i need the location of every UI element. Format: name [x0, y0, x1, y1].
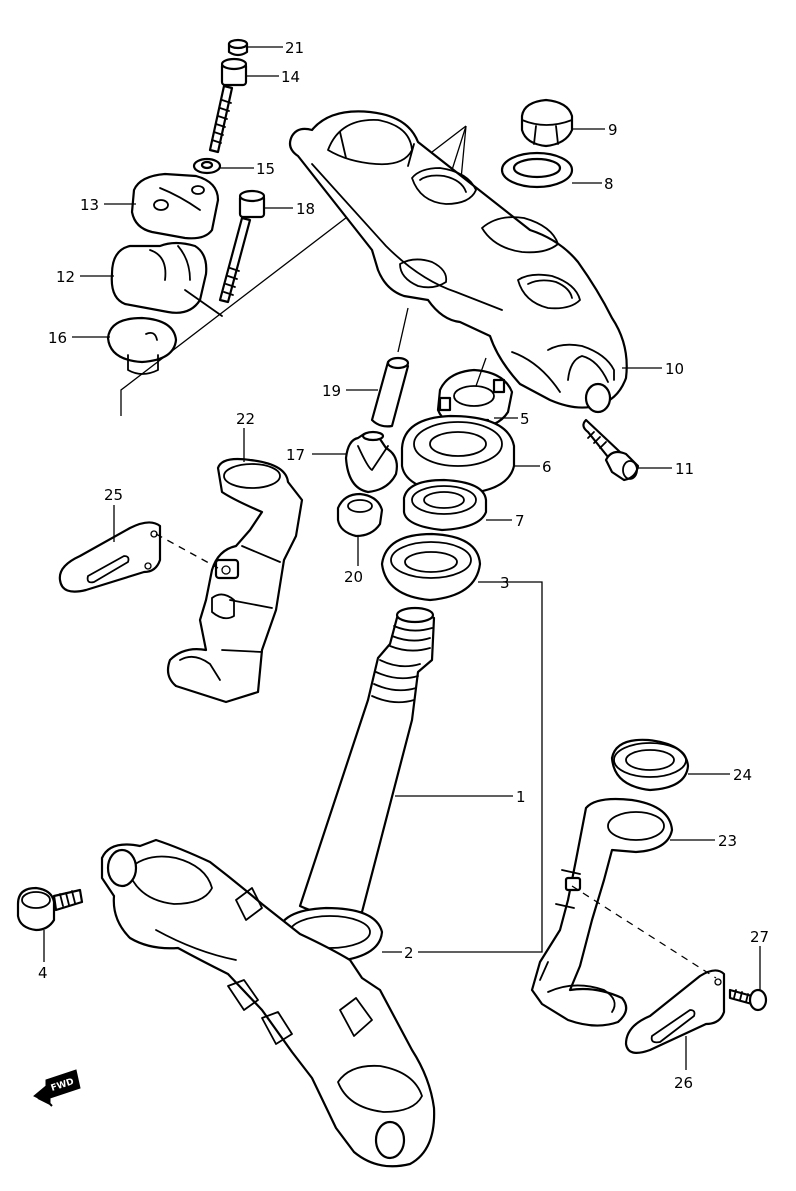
part-17-cone — [344, 430, 398, 494]
callout-7: 7 — [515, 512, 525, 530]
part-3-race — [380, 532, 482, 602]
callout-8: 8 — [604, 175, 614, 193]
callout-5: 5 — [520, 410, 530, 428]
callout-24: 24 — [733, 766, 752, 784]
callout-23: 23 — [718, 832, 737, 850]
fwd-arrow-badge: FWD — [33, 1069, 81, 1107]
callout-16: 16 — [48, 329, 67, 347]
callout-14: 14 — [281, 68, 300, 86]
callout-25: 25 — [104, 486, 123, 504]
part-23-right-bracket — [530, 797, 674, 1027]
callout-labels: 21 14 15 13 18 12 16 9 8 10 19 17 5 6 7 … — [38, 39, 769, 1092]
leader-dashed-26 — [571, 885, 717, 979]
callout-10: 10 — [665, 360, 684, 378]
callout-11: 11 — [675, 460, 694, 478]
part-13-upper-clamp — [130, 172, 220, 240]
part-4-bolt — [16, 886, 84, 932]
part-1-steering-stem — [298, 606, 436, 916]
part-27-screw — [728, 988, 768, 1012]
part-15-washer — [192, 157, 222, 175]
callout-13: 13 — [80, 196, 99, 214]
callout-22: 22 — [236, 410, 255, 428]
leader-lines — [43, 46, 761, 1070]
callout-3: 3 — [500, 574, 510, 592]
callout-17: 17 — [286, 446, 305, 464]
callout-2: 2 — [404, 944, 414, 962]
callout-27: 27 — [750, 928, 769, 946]
part-24-seal — [610, 738, 690, 792]
part-22-left-bracket — [166, 457, 304, 704]
callout-18: 18 — [296, 200, 315, 218]
callout-6: 6 — [542, 458, 552, 476]
callout-9: 9 — [608, 121, 618, 139]
part-21-cap — [227, 38, 249, 57]
part-25-left-stay — [58, 521, 162, 593]
callout-21: 21 — [285, 39, 304, 57]
part-12-lower-clamp — [110, 241, 223, 317]
leader-dashed-25 — [155, 533, 219, 569]
lower-bracket — [100, 838, 436, 1168]
callout-1: 1 — [516, 788, 526, 806]
part-8-washer — [500, 151, 574, 189]
part-11-bolt — [582, 418, 640, 482]
callout-15: 15 — [256, 160, 275, 178]
part-5-locknut — [436, 368, 514, 430]
callout-20: 20 — [344, 568, 363, 586]
part-26-right-stay — [624, 969, 726, 1055]
part-14-bolt — [208, 57, 248, 154]
part-16-rubber — [106, 316, 178, 375]
part-9-cap-nut — [520, 98, 574, 148]
part-19-spacer — [370, 356, 410, 428]
part-18-bolt — [218, 189, 266, 304]
part-7-seal — [402, 478, 488, 532]
callout-19: 19 — [322, 382, 341, 400]
part-20-nut — [336, 492, 384, 538]
callout-26: 26 — [674, 1074, 693, 1092]
part-10-upper-bracket — [288, 110, 628, 414]
callout-4: 4 — [38, 964, 48, 982]
callout-12: 12 — [56, 268, 75, 286]
